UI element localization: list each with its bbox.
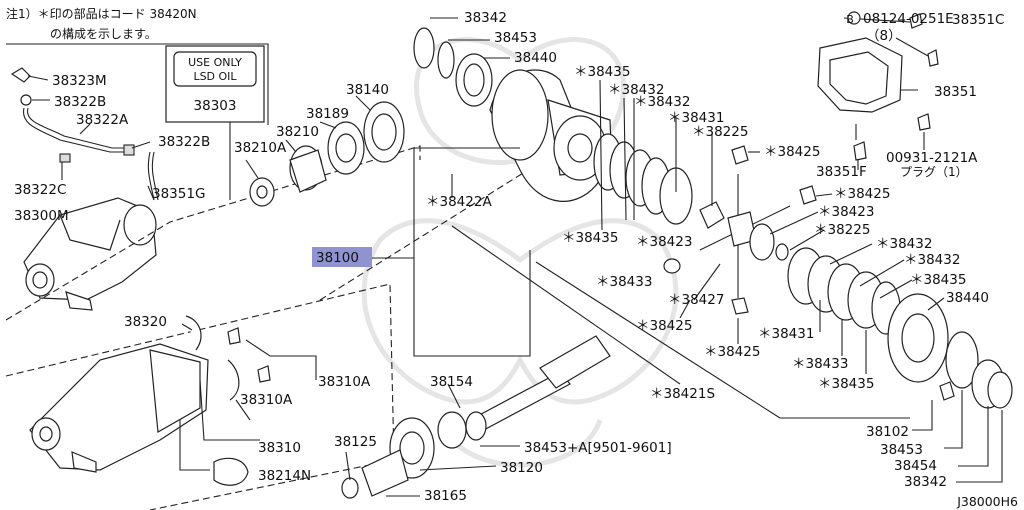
label-38423-2: ＊38423 (636, 234, 692, 250)
label-38425-2: ＊38425 (834, 186, 890, 202)
clutch-plates-right (749, 223, 901, 335)
dashed-box-lower (5, 283, 395, 510)
label-38322a: 38322A (76, 112, 129, 128)
label-38425-1: ＊38425 (764, 144, 820, 160)
label-38433-2: ＊38433 (792, 356, 848, 372)
breather-hose (10, 67, 159, 201)
label-38154: 38154 (430, 374, 473, 390)
label-38310: 38310 (258, 440, 301, 456)
label-38210: 38210 (276, 124, 319, 140)
bolt-circle-mark (847, 11, 861, 25)
label-38453-bot: 38453 (880, 442, 923, 458)
pinion-cross-38427 (663, 174, 817, 315)
label-38351f: 38351F (816, 164, 867, 180)
label-38189: 38189 (306, 106, 349, 122)
label-38140: 38140 (346, 82, 389, 98)
label-38225-2: ＊38225 (814, 222, 870, 238)
label-38432-3: ＊38432 (876, 236, 932, 252)
bolt-spec-qty: （8） (866, 28, 902, 44)
plug-name: プラグ（1） (900, 165, 968, 179)
label-38102: 38102 (866, 424, 909, 440)
leader-lines (27, 17, 1003, 497)
drive-pinion (341, 335, 611, 499)
label-38323m: 38323M (52, 73, 107, 89)
diff-case-38300m (23, 197, 157, 311)
label-38351g: 38351G (152, 186, 205, 202)
label-38425-4: ＊38425 (704, 344, 760, 360)
label-38422a: ＊38422A (426, 194, 492, 210)
label-38435-2: ＊38435 (562, 230, 618, 246)
label-38440-right: 38440 (946, 290, 989, 306)
label-38210a: 38210A (234, 140, 287, 156)
label-38342-top: 38342 (464, 10, 507, 26)
part-labels: 38342 38453 38440 38140 38189 38210 3821… (14, 10, 1018, 509)
bracket-line (6, 43, 269, 125)
label-38432-2: ＊38432 (634, 94, 690, 110)
label-38125: 38125 (334, 434, 377, 450)
part-38303: 38303 (194, 98, 237, 114)
label-38454: 38454 (894, 458, 937, 474)
label-38300m: 38300M (14, 208, 69, 224)
bolt-spec-code: 08124-0251E (863, 11, 954, 27)
note-line-1: 注1）＊印の部品はコード 38420N (6, 6, 197, 21)
lsd-line-1: USE ONLY (188, 56, 242, 69)
note-line-2: の構成を示します。 (50, 27, 157, 41)
label-38431-1: ＊38431 (668, 110, 724, 126)
plug-code: 00931-2121A (886, 150, 978, 166)
label-38100[interactable]: 38100 (316, 250, 359, 266)
pinion-stack (249, 101, 405, 207)
highlight-38100 (312, 247, 372, 267)
label-38440-top: 38440 (514, 50, 557, 66)
label-38322c: 38322C (14, 182, 66, 198)
carrier-assembly (413, 27, 613, 202)
lsd-oil-label: USE ONLY LSD OIL 38303 (165, 45, 265, 123)
label-38425-3: ＊38425 (636, 318, 692, 334)
label-38322b-2: 38322B (158, 134, 210, 150)
label-38435-1: ＊38435 (574, 64, 630, 80)
label-38453-top: 38453 (494, 30, 537, 46)
label-38351c: 38351C (952, 12, 1004, 28)
label-38225-1: ＊38225 (692, 124, 748, 140)
label-38435-3: ＊38435 (910, 272, 966, 288)
label-38342-bot: 38342 (904, 474, 947, 490)
diff-case-38320 (29, 315, 271, 486)
dashed-connector (319, 149, 561, 301)
diagram-code: J38000H6 (956, 494, 1018, 509)
label-38421s: ＊38421S (650, 386, 715, 402)
label-38432-4: ＊38432 (904, 252, 960, 268)
ring-gear-right (887, 293, 1013, 409)
label-38351: 38351 (934, 84, 977, 100)
label-38214n: 38214N (258, 468, 311, 484)
label-38310a-1: 38310A (318, 374, 371, 390)
clutch-plates-top (593, 133, 749, 229)
label-38322b-1: 38322B (54, 94, 106, 110)
label-38431-2: ＊38431 (758, 326, 814, 342)
label-38320: 38320 (124, 314, 167, 330)
label-38432-1: ＊38432 (608, 82, 664, 98)
rear-cover-38351 (817, 13, 939, 161)
label-38453a: 38453+A[9501-9601] (524, 440, 672, 456)
lsd-line-2: LSD OIL (193, 70, 237, 83)
label-38310a-2: 38310A (240, 392, 293, 408)
label-38435-4: ＊38435 (818, 376, 874, 392)
label-38427: ＊38427 (668, 292, 724, 308)
label-38165: 38165 (424, 488, 467, 504)
label-38423-1: ＊38423 (818, 204, 874, 220)
bolt-circle-letter: B (846, 13, 854, 26)
label-38120: 38120 (500, 460, 543, 476)
label-38433-1: ＊38433 (596, 274, 652, 290)
